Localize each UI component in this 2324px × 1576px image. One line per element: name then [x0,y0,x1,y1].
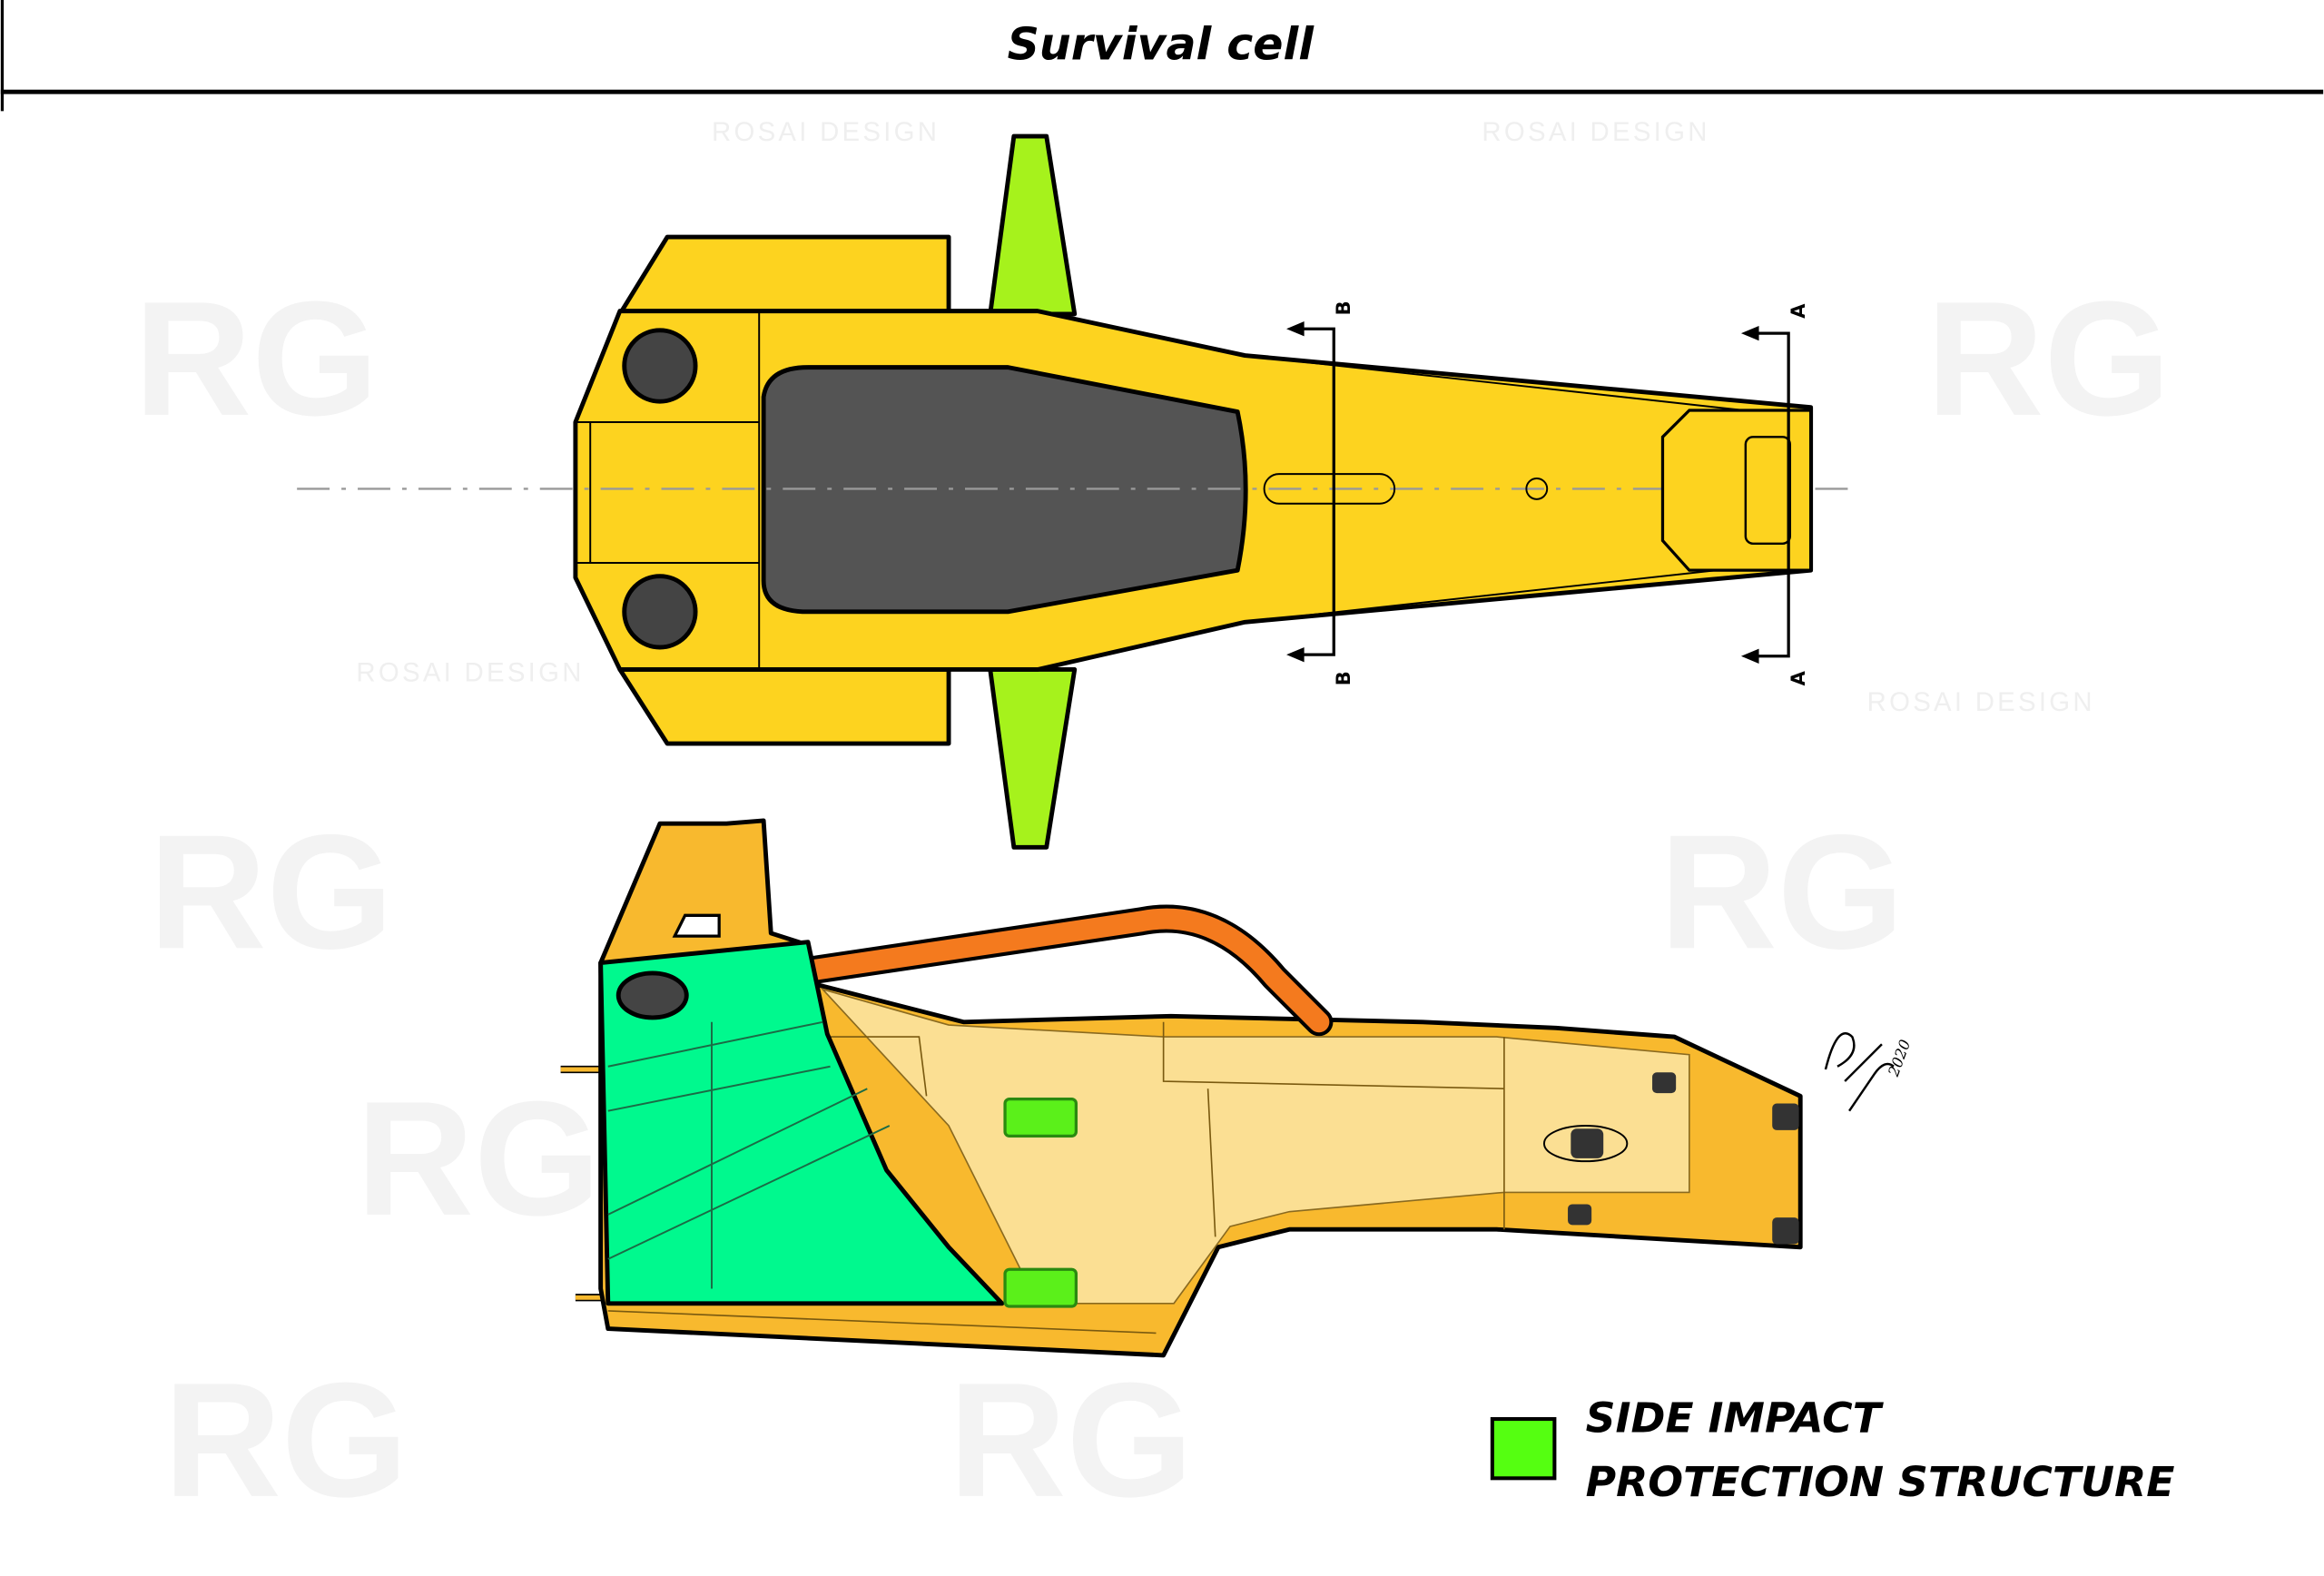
side-impact-zone [598,940,1005,1306]
cockpit-opening [761,365,1248,615]
watermark-logo: RG [1659,802,1904,983]
legend-label-line1: SIDE IMPACT [1586,1394,1885,1443]
suspension-pickup [1772,1103,1799,1130]
suspension-mount [1542,1125,1629,1163]
watermark-text: ROSAI DESIGN [356,658,584,688]
section-label-a: A [1787,670,1810,685]
section-a-marker: A A [1740,303,1810,685]
section-label-b: B [1333,671,1355,685]
side-impact-mount [1003,1267,1078,1308]
fuel-cap-icon [615,970,689,1020]
nose-hatch [1744,436,1792,546]
section-label-b: B [1333,300,1355,315]
watermark-logo: RG [163,1350,408,1532]
legend-swatch [1490,1417,1557,1481]
watermark-logo: RG [356,1069,600,1250]
slot [1263,473,1396,505]
sidepod-top [617,234,951,317]
side-view [560,818,1803,1358]
suspension-pickup [1571,1128,1604,1158]
watermark-text: ROSAI DESIGN [712,117,940,147]
section-b-marker: B B [1286,300,1355,685]
panel-lines [607,1021,1505,1335]
halo [802,908,1330,1033]
fuel-cap-icon [622,574,698,650]
watermark-logo: RG [949,1350,1193,1532]
sidepod-bottom [617,667,951,746]
side-impact-fin-top [988,133,1078,317]
legend: SIDE IMPACT PROTECTION STRUCTURE [1490,1394,2175,1506]
suspension-pickup [1652,1072,1677,1094]
impact-zone-lines [607,1020,891,1289]
chassis-panel-lines [575,310,1811,670]
watermark: RG RG RG RG RG RG RG ROSAI DESIGN ROSAI … [134,117,2171,1532]
section-label-a: A [1787,303,1810,319]
hole [1525,478,1549,500]
suspension-pickup [1568,1204,1592,1226]
watermark-text: ROSAI DESIGN [1867,687,2095,717]
side-impact-mount [1003,1098,1078,1138]
side-impact-fin-bottom [988,667,1078,850]
watermark-logo: RG [134,269,379,450]
suspension-pickup [1772,1217,1799,1245]
watermark-logo: RG [149,802,393,983]
page-title: Survival cell [1008,18,1315,70]
watermark-text: ROSAI DESIGN [1482,117,1709,147]
legend-label-line2: PROTECTION STRUCTURE [1586,1458,2175,1506]
watermark-logo: RG [1926,269,2171,450]
top-view: B B A A [297,133,1860,850]
signature: 2020 [1824,1032,1914,1112]
airbox-opening [672,913,721,938]
signature-year: 2020 [1885,1038,1914,1079]
fuel-cap-icon [622,328,698,404]
